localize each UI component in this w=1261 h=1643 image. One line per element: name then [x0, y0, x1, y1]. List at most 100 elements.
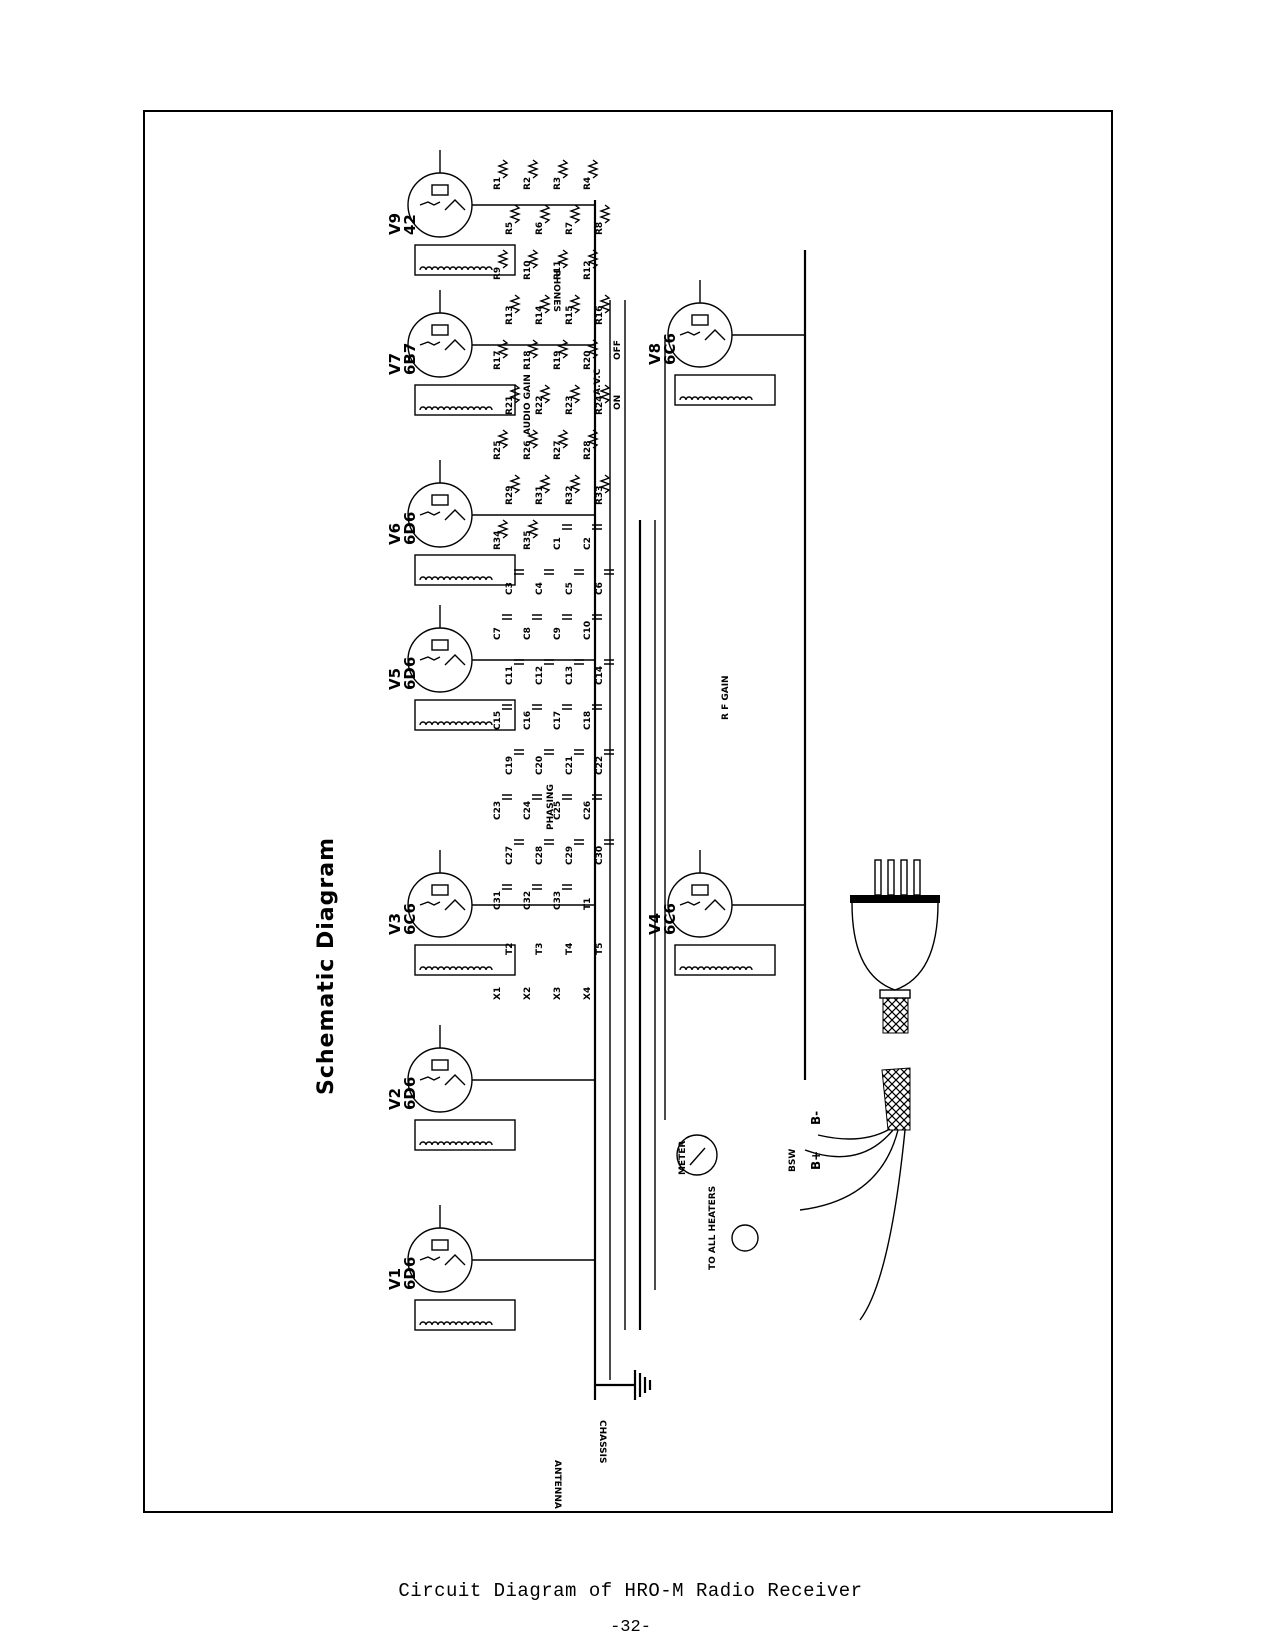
component-label: C30: [595, 846, 605, 865]
diagram-title: Schematic Diagram: [314, 837, 339, 1095]
component-label: R18: [523, 351, 533, 370]
component-label: T1: [583, 898, 593, 910]
capacitor-symbol: [562, 704, 572, 710]
component-label: C5: [565, 582, 575, 595]
coil: [679, 396, 753, 401]
component-label: T3: [535, 943, 545, 955]
component-label: C32: [523, 891, 533, 910]
capacitor-symbol: [502, 704, 512, 710]
component-label: X3: [553, 987, 563, 1000]
b-plus-label: B+: [809, 1151, 823, 1170]
resistor-symbol: [557, 249, 569, 269]
capacitor-symbol: [544, 659, 554, 665]
component-label: C13: [565, 666, 575, 685]
resistor-symbol: [509, 474, 521, 494]
resistor-symbol: [497, 159, 509, 179]
capacitor-symbol: [604, 749, 614, 755]
tube-label: V942: [386, 213, 419, 235]
component-label: X4: [583, 987, 593, 1000]
capacitor-symbol: [562, 884, 572, 890]
bus-lines: [593, 200, 807, 1400]
b-minus-label: B-: [809, 1111, 823, 1125]
audio-gain-label: AUDIO GAIN: [523, 374, 533, 435]
power-plug: [799, 859, 940, 1321]
capacitor-symbol: [562, 614, 572, 620]
meter: [676, 1134, 718, 1176]
resistor-symbol: [587, 339, 599, 359]
capacitor-symbol: [544, 749, 554, 755]
component-label: R16: [595, 306, 605, 325]
page-number: -32-: [610, 1618, 651, 1637]
component-label: R23: [565, 396, 575, 415]
component-label: R34: [493, 531, 503, 550]
component-label: R9: [493, 267, 503, 280]
component-label: R26: [523, 441, 533, 460]
tube-label: V46C6: [646, 903, 679, 935]
component-label: R5: [505, 222, 515, 235]
coil: [679, 966, 753, 971]
component-label: C19: [505, 756, 515, 775]
resistor-symbol: [569, 204, 581, 224]
coil: [419, 576, 493, 581]
capacitor-symbol: [574, 749, 584, 755]
capacitor-symbol: [502, 794, 512, 800]
component-label: C18: [583, 711, 593, 730]
component-label: R2: [523, 177, 533, 190]
component-label: R4: [583, 177, 593, 190]
component-label: R27: [553, 441, 563, 460]
capacitor-symbol: [592, 524, 602, 530]
phasing-label: PHASING: [546, 784, 556, 830]
component-label: C1: [553, 537, 563, 550]
component-label: R17: [493, 351, 503, 370]
resistor-symbol: [539, 384, 551, 404]
resistor-symbol: [527, 429, 539, 449]
tube-label: V16D6: [386, 1257, 419, 1290]
component-label: C10: [583, 621, 593, 640]
tube-v7: V76B7: [386, 290, 595, 416]
resistor-symbol: [527, 519, 539, 539]
resistor-symbol: [587, 429, 599, 449]
resistor-symbol: [569, 294, 581, 314]
tube-v5: V56D6: [386, 605, 595, 731]
component-label: T5: [595, 943, 605, 955]
component-label: R8: [595, 222, 605, 235]
capacitor-symbol: [514, 659, 524, 665]
component-label: C29: [565, 846, 575, 865]
component-label: C17: [553, 711, 563, 730]
component-label: R11: [553, 261, 563, 280]
component-label: R24: [595, 396, 605, 415]
capacitor-symbol: [562, 794, 572, 800]
component-label: T4: [565, 943, 575, 955]
resistor-symbol: [539, 294, 551, 314]
capacitor-symbol: [592, 614, 602, 620]
tube-label: V86C6: [646, 333, 679, 365]
diagram-border: [143, 110, 1113, 1513]
resistor-symbol: [497, 249, 509, 269]
component-label: C3: [505, 582, 515, 595]
avc-label: A.V.C: [593, 368, 603, 395]
component-label: C12: [535, 666, 545, 685]
component-label: R1: [493, 177, 503, 190]
capacitor-symbol: [604, 569, 614, 575]
component-label: R15: [565, 306, 575, 325]
component-label: X2: [523, 987, 533, 1000]
component-label: X1: [493, 987, 503, 1000]
capacitor-symbol: [592, 794, 602, 800]
component-label: C8: [523, 627, 533, 640]
capacitor-symbol: [532, 704, 542, 710]
component-label: T2: [505, 943, 515, 955]
component-label: R12: [583, 261, 593, 280]
capacitor-symbol: [532, 614, 542, 620]
tube-label: V26D6: [386, 1077, 419, 1110]
figure-caption: Circuit Diagram of HRO-M Radio Receiver: [398, 1580, 863, 1602]
capacitor-symbol: [544, 839, 554, 845]
resistor-symbol: [527, 249, 539, 269]
tube-v1: V16D6: [386, 1205, 595, 1331]
resistor-symbol: [587, 159, 599, 179]
tube-label: V66D6: [386, 512, 419, 545]
tube-v3: V36C6: [386, 850, 595, 976]
component-label: R28: [583, 441, 593, 460]
component-label: C33: [553, 891, 563, 910]
component-label: R35: [523, 531, 533, 550]
component-label: C15: [493, 711, 503, 730]
